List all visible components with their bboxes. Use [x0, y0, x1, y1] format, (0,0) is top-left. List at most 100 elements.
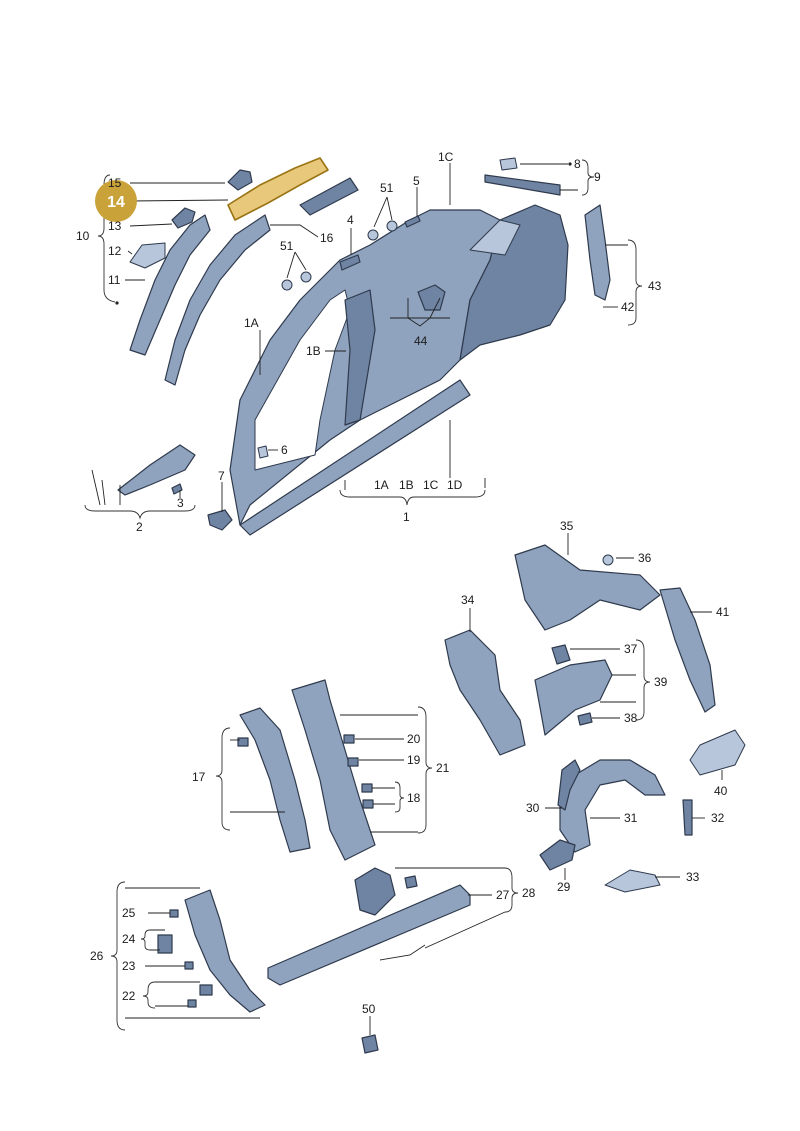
callout-7: 7: [218, 469, 225, 483]
part-21-b-pillar: [291, 679, 376, 861]
callout-12: 12: [108, 244, 122, 258]
part-43-rear-panel: [584, 204, 611, 301]
callout-18: 18: [407, 791, 421, 805]
callout-13: 13: [108, 219, 122, 233]
part-13-bracket: [171, 207, 196, 229]
highlight-badge-14[interactable]: 14: [95, 180, 137, 222]
part-32-clip: [682, 799, 693, 836]
fastener-51-left: [281, 271, 312, 291]
leader-lines: [84, 159, 723, 1035]
part-27-sill: [267, 884, 471, 986]
callout-1A-group: 1A: [374, 478, 389, 492]
part-2-bracket: [117, 444, 196, 496]
callout-1C-group: 1C: [423, 478, 439, 492]
part-14-highlighted: [227, 157, 329, 221]
callout-5: 5: [413, 174, 420, 188]
callout-51-left: 51: [280, 239, 294, 253]
callout-3: 3: [177, 496, 184, 510]
callout-38: 38: [624, 711, 638, 725]
part-18-20-clips: [237, 734, 374, 809]
callout-6: 6: [281, 443, 288, 457]
callout-1: 1: [403, 510, 410, 524]
part-41-panel: [659, 587, 716, 713]
callout-36: 36: [638, 551, 652, 565]
callout-33: 33: [686, 870, 700, 884]
part-50-clip: [361, 1034, 379, 1054]
callout-25: 25: [122, 906, 136, 920]
callout-21: 21: [436, 761, 450, 775]
callout-labels: 15 13 10 12 11 16 4 51 51 5 1C 8 9 43 42…: [76, 150, 730, 1016]
part-44-bracket: [417, 284, 446, 311]
part-28-bracket: [354, 867, 396, 916]
part-17-b-pillar-inner: [239, 707, 311, 853]
part-33-bracket: [604, 869, 661, 893]
callout-27: 27: [496, 888, 510, 902]
part-30-strut: [557, 759, 581, 811]
part-4-plate: [339, 254, 361, 271]
part-29-bracket: [539, 839, 576, 871]
callout-29: 29: [557, 880, 571, 894]
part-31-wheel-arch: [559, 759, 666, 853]
callout-9: 9: [594, 170, 601, 184]
callout-24: 24: [122, 932, 136, 946]
callout-40: 40: [714, 784, 728, 798]
callout-42: 42: [621, 300, 635, 314]
callout-41: 41: [716, 605, 730, 619]
callout-34: 34: [461, 593, 475, 607]
callout-32: 32: [711, 811, 725, 825]
callout-1B-group: 1B: [399, 478, 414, 492]
callout-23: 23: [122, 959, 136, 973]
callout-10: 10: [76, 229, 90, 243]
part-7-bracket: [207, 509, 233, 531]
cable-harness: [379, 944, 426, 961]
callout-22: 22: [122, 989, 136, 1003]
callout-16: 16: [320, 231, 334, 245]
callout-31: 31: [624, 811, 638, 825]
part-8-clip: [499, 157, 518, 171]
part-39-bracket: [534, 659, 613, 736]
callout-51-right: 51: [380, 181, 394, 195]
callout-15: 15: [108, 176, 122, 190]
part-28-clip: [404, 875, 418, 889]
callout-39: 39: [654, 675, 668, 689]
callout-1B: 1B: [306, 344, 321, 358]
callout-37: 37: [624, 642, 638, 656]
part-9-rail: [484, 174, 561, 196]
callout-20: 20: [407, 732, 421, 746]
part-35-wheelhouse-bracket: [514, 544, 661, 631]
a-pillar-inner: [129, 214, 271, 386]
part-38-clip: [577, 712, 593, 726]
callout-4: 4: [347, 213, 354, 227]
part-15-bracket: [227, 169, 253, 191]
part-6-clip: [257, 445, 269, 459]
callout-28: 28: [522, 886, 536, 900]
callout-8: 8: [574, 157, 581, 171]
callout-19: 19: [407, 753, 421, 767]
fastener-51-right: [367, 220, 398, 241]
callout-1D: 1D: [447, 478, 463, 492]
callout-50: 50: [362, 1002, 376, 1016]
callout-1A: 1A: [244, 316, 259, 330]
badge-text: 14: [107, 194, 125, 211]
part-3-clip: [171, 483, 183, 495]
part-16-roof-rail: [299, 177, 359, 216]
part-40-cover: [689, 729, 746, 776]
callout-30: 30: [526, 801, 540, 815]
badge-circle: [95, 180, 137, 222]
callout-1C: 1C: [438, 150, 454, 164]
part-36-screw: [602, 554, 614, 566]
callout-17: 17: [192, 770, 206, 784]
part-37-clip: [551, 644, 571, 665]
part-5-clip: [404, 215, 421, 228]
callout-44: 44: [414, 334, 428, 348]
callout-43: 43: [648, 279, 662, 293]
callout-26: 26: [90, 949, 104, 963]
part-22-25-clips: [157, 909, 213, 1008]
callout-35: 35: [560, 519, 574, 533]
part-26-a-pillar-lower: [184, 889, 266, 1013]
callout-2: 2: [136, 520, 143, 534]
callout-11: 11: [108, 273, 121, 287]
part-12-bracket: [129, 242, 166, 269]
